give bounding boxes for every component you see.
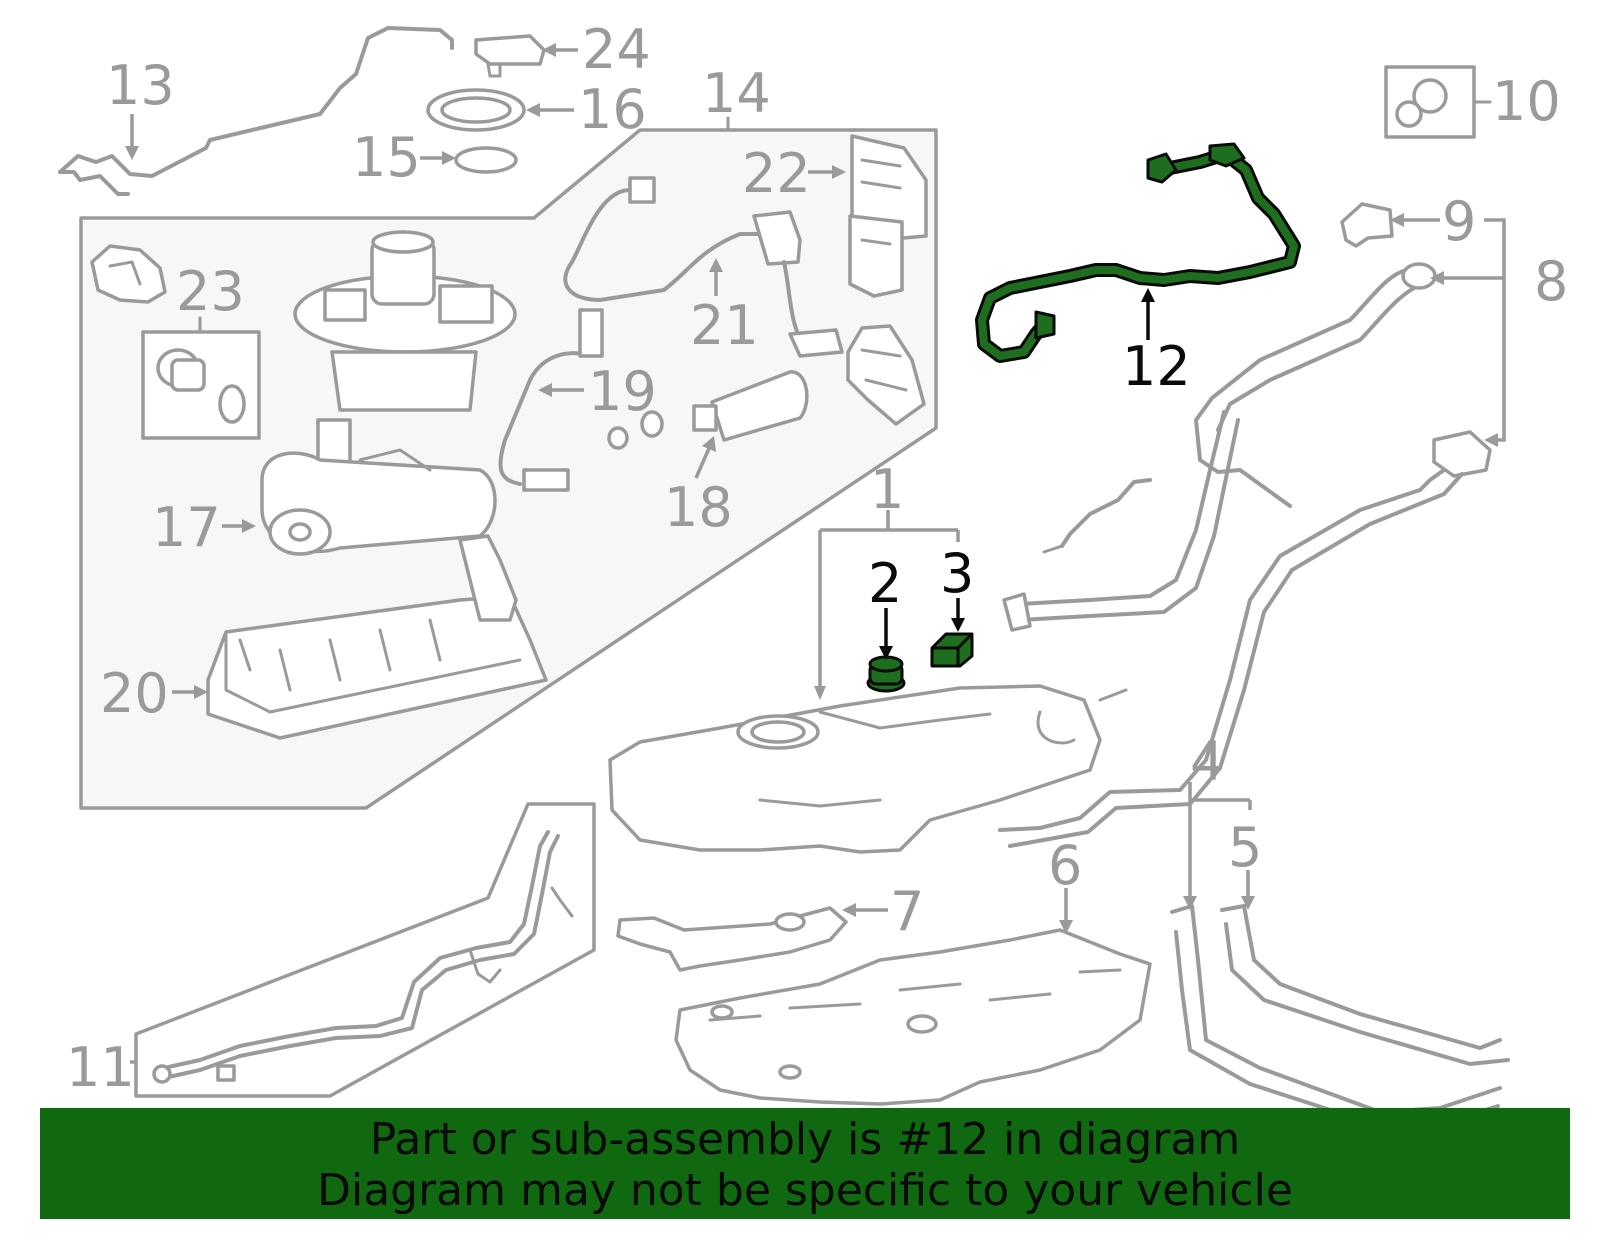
callout-5: 5 — [1228, 816, 1262, 879]
part-18-fuel-pump — [607, 370, 809, 450]
callout-17: 17 — [152, 496, 221, 559]
callout-14: 14 — [702, 62, 771, 125]
part-21-sender-harness — [563, 176, 844, 358]
part-11-brake-line-inset — [134, 802, 596, 1098]
part-3-pad-highlighted — [930, 632, 974, 668]
part-7-heat-shield — [616, 906, 848, 972]
callout-4: 4 — [1190, 730, 1224, 793]
callout-12: 12 — [1122, 335, 1191, 398]
part-15-o-ring — [454, 146, 518, 174]
banner-line-part-number: Part or sub-assembly is #12 in diagram — [369, 1114, 1241, 1165]
banner-line-disclaimer: Diagram may not be specific to your vehi… — [317, 1165, 1293, 1216]
callout-7: 7 — [890, 880, 924, 943]
part-17-pump-module — [260, 230, 517, 556]
part-22-control-unit — [848, 134, 928, 298]
part-23-grommet-box — [141, 316, 261, 440]
callout-16: 16 — [578, 78, 647, 141]
part-20-pump-tray — [206, 534, 548, 740]
part-16-lock-ring — [426, 88, 526, 132]
callout-6: 6 — [1048, 834, 1082, 897]
part-6-skid-plate — [674, 928, 1152, 1106]
leader-lines — [125, 43, 1506, 1064]
callout-11: 11 — [66, 1036, 135, 1099]
callout-18: 18 — [664, 476, 733, 539]
part-12-wire-harness-highlighted — [975, 142, 1301, 363]
part-9-clip — [1340, 202, 1394, 248]
part-8-filler-pipe — [1002, 262, 1437, 632]
callout-23: 23 — [176, 260, 245, 323]
callout-13: 13 — [106, 54, 175, 117]
part-sensor-bracket — [846, 324, 926, 426]
callout-20: 20 — [100, 662, 169, 725]
part-13-vent-tube — [58, 26, 454, 196]
callout-2: 2 — [868, 552, 902, 615]
callout-9: 9 — [1442, 190, 1476, 253]
callout-15: 15 — [352, 126, 421, 189]
callout-22: 22 — [742, 142, 811, 205]
part-19-pump-harness — [498, 308, 604, 492]
part-8-hose-connector — [1432, 430, 1492, 478]
part-2-grommet-highlighted — [866, 655, 906, 693]
part-1-fuel-tank — [608, 684, 1128, 854]
part-24-cap — [474, 34, 546, 78]
callout-21: 21 — [690, 294, 759, 357]
part-10-fuel-cap — [1384, 65, 1492, 139]
callout-1: 1 — [870, 458, 904, 521]
callout-10: 10 — [1492, 70, 1561, 133]
part-notice-banner: Part or sub-assembly is #12 in diagram D… — [40, 1108, 1570, 1219]
part-4-tank-strap — [1170, 904, 1502, 1128]
part-5-tank-strap — [1220, 904, 1510, 1066]
part-retainer-clip — [90, 244, 167, 304]
callout-24: 24 — [582, 18, 651, 81]
callout-3: 3 — [940, 542, 974, 605]
callout-19: 19 — [588, 360, 657, 423]
callout-labels: 1 2 3 4 5 6 7 8 9 10 11 12 13 14 15 16 1… — [66, 18, 1568, 1099]
callout-8: 8 — [1534, 250, 1568, 313]
vapor-line — [998, 468, 1464, 848]
